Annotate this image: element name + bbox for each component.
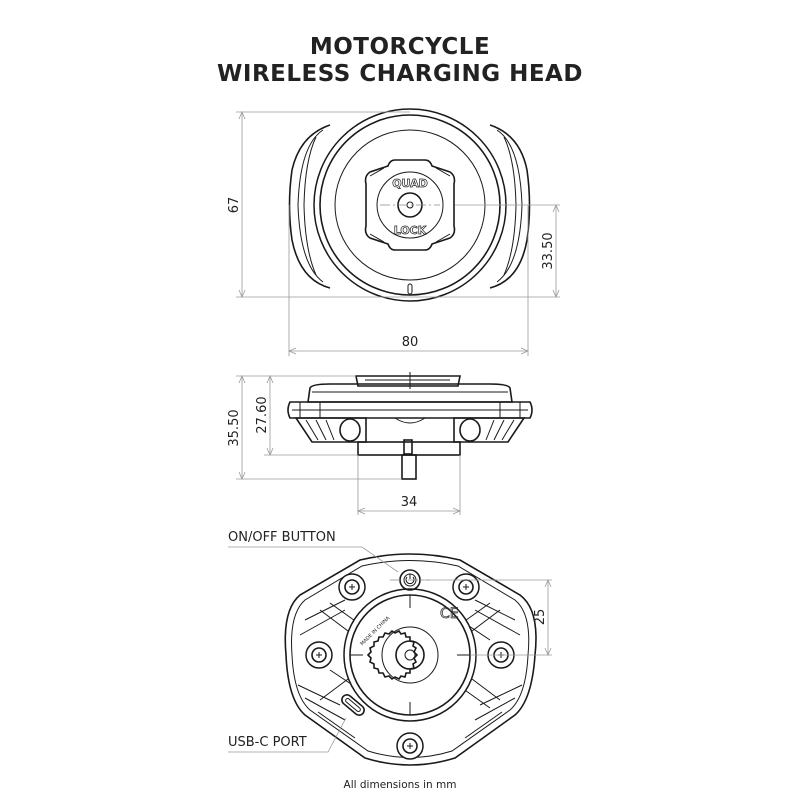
side-view-dimensions: 35.50 27.60 34 [227,374,462,515]
screw-icon [396,732,424,760]
screw-icon [452,573,480,601]
ce-mark-icon: CE [440,606,459,622]
side-view [287,372,533,480]
label-on-off-button: ON/OFF BUTTON [228,530,336,545]
title-line-1: MOTORCYCLE [310,34,490,60]
bottom-view: MADE IN CHINA CE [284,553,537,766]
top-view-dimensions: 67 33.50 80 [227,110,560,356]
dim-height-67: 67 [227,197,242,214]
title-line-2: WIRELESS CHARGING HEAD [217,61,583,87]
dim-total-height-35-50: 35.50 [227,409,242,446]
screw-icon [305,641,333,669]
logo-text-lock: LOCK [394,224,427,237]
dim-body-height-27-60: 27.60 [255,396,270,433]
usb-c-port-icon [341,694,365,716]
label-usb-c-port: USB-C PORT [228,735,307,750]
footer-note: All dimensions in mm [344,779,457,791]
logo-text-quad: QUAD [392,177,428,190]
dim-width-80: 80 [402,335,419,350]
dim-base-width-34: 34 [401,495,418,510]
screw-icon [338,573,366,601]
top-view: QUAD LOCK [288,108,531,302]
dim-offset-25: 25 [533,609,548,626]
dim-half-height-33-50: 33.50 [541,232,556,269]
bottom-view-annotations: ON/OFF BUTTON USB-C PORT 25 [228,530,552,753]
